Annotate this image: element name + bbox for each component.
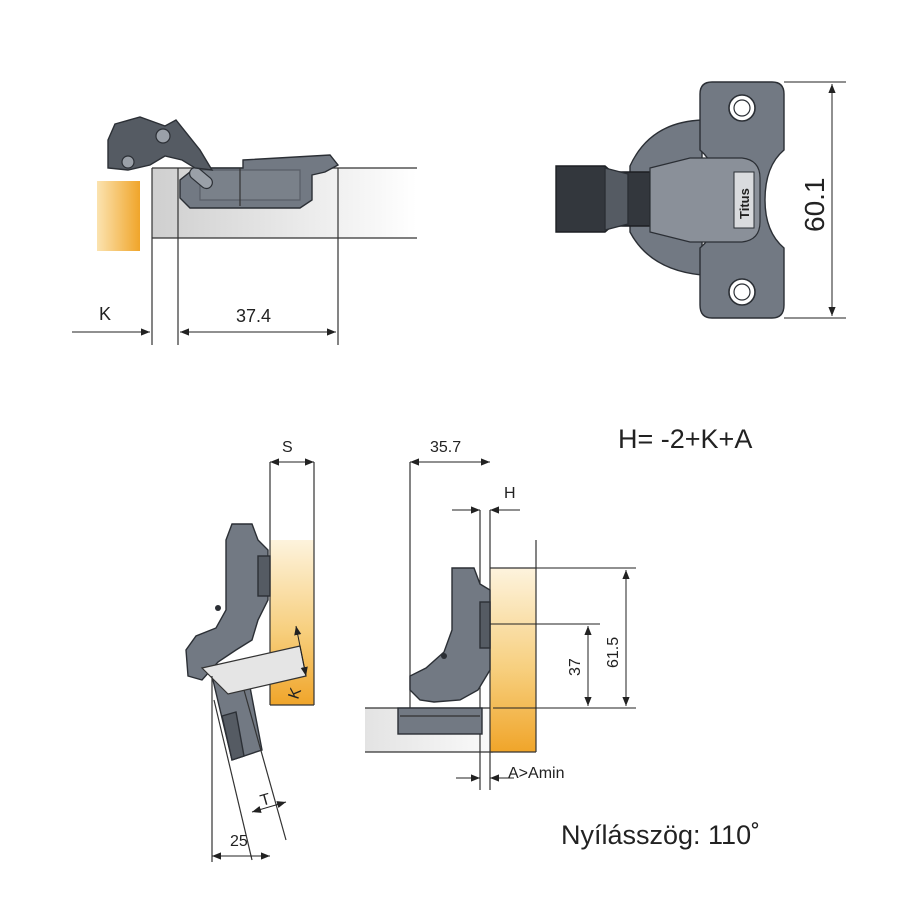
hinge-closed-body (409, 567, 491, 703)
top-left-view: K 37.4 (72, 116, 417, 345)
label-t: T (258, 791, 272, 810)
top-right-view: Titus 60.1 (555, 81, 846, 319)
bottom-middle-view: 35.7 H 37 61.5 A>Amin (365, 439, 636, 790)
label-61-5: 61.5 (605, 637, 622, 668)
hinge-open-body (185, 523, 269, 681)
hinge-closed-plate (397, 707, 483, 735)
door-panel-bottom-middle (490, 568, 536, 752)
label-25: 25 (230, 833, 248, 850)
label-37-4: 37.4 (236, 306, 271, 326)
bottom-left-view: S K T 25 (185, 439, 315, 862)
hinge-cup-top (107, 116, 214, 171)
formula-text: H= -2+K+A (618, 424, 752, 454)
brand-plate (733, 171, 755, 229)
label-37: 37 (567, 658, 584, 676)
label-35-7: 35.7 (430, 439, 461, 456)
label-60-1: 60.1 (799, 178, 830, 233)
door-panel-top (97, 181, 140, 251)
opening-angle-text: Nyílásszög: 110˚ (561, 820, 760, 850)
label-h: H (504, 485, 516, 502)
brand-label: Titus (737, 188, 752, 219)
label-s: S (282, 439, 293, 456)
label-k-top: K (99, 304, 111, 324)
mounting-arm (555, 165, 651, 233)
label-a-amin: A>Amin (508, 765, 564, 782)
